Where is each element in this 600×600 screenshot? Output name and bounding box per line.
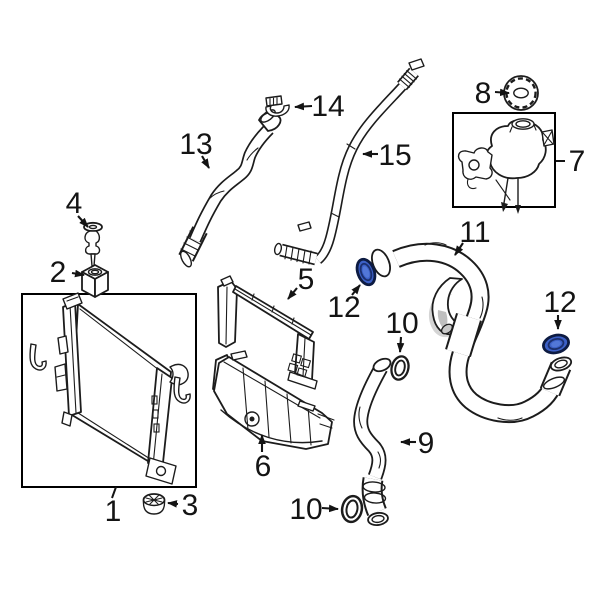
- callout-3-label[interactable]: 3: [182, 489, 199, 522]
- callout-7: 7: [556, 145, 585, 178]
- callout-14-label[interactable]: 14: [311, 90, 344, 123]
- callout-15-label[interactable]: 15: [378, 139, 411, 172]
- callout-6-label[interactable]: 6: [255, 450, 272, 483]
- callout-6: 6: [255, 434, 272, 483]
- highlighted-seal-right: [542, 333, 570, 355]
- callout-4: 4: [66, 187, 89, 228]
- expansion-tank-assembly: [452, 112, 556, 214]
- highlighted-seal-left: [355, 257, 377, 287]
- callout-10-lower: 10: [289, 493, 339, 526]
- callout-8-label[interactable]: 8: [475, 77, 492, 110]
- callout-9-label[interactable]: 9: [418, 427, 435, 460]
- callout-5-label[interactable]: 5: [298, 263, 315, 296]
- reservoir-cap: [503, 75, 539, 111]
- o-ring-seal-upper: [390, 355, 410, 381]
- callout-1: 1: [105, 486, 122, 528]
- callout-15: 15: [362, 139, 412, 172]
- callout-10-upper-label[interactable]: 10: [385, 307, 418, 340]
- callout-2: 2: [50, 256, 85, 289]
- callout-2-label[interactable]: 2: [50, 256, 67, 289]
- callout-7-label[interactable]: 7: [569, 145, 586, 178]
- o-ring-seal-lower: [340, 494, 364, 524]
- callout-14: 14: [294, 90, 345, 123]
- callout-1-label[interactable]: 1: [105, 495, 122, 528]
- lower-air-baffle: [212, 350, 335, 450]
- expansion-tank-body: [485, 119, 547, 180]
- callout-8: 8: [475, 77, 510, 110]
- callout-5: 5: [287, 263, 315, 300]
- lower-coolant-hose: [353, 357, 392, 527]
- hose-clamp: [265, 95, 290, 117]
- callout-11: 11: [454, 216, 491, 256]
- callout-12-right-label[interactable]: 12: [543, 286, 576, 319]
- callout-10-upper: 10: [385, 307, 419, 353]
- callout-10-lower-label[interactable]: 10: [289, 493, 322, 526]
- tank-bracket: [457, 147, 493, 180]
- retainer-clip: [83, 221, 103, 267]
- radiator-clip-right: [173, 376, 191, 404]
- radiator-box-frame: [21, 293, 197, 488]
- callout-13-label[interactable]: 13: [179, 128, 212, 161]
- radiator-assembly: [21, 292, 197, 488]
- callout-12-right: 12: [543, 286, 577, 330]
- callout-13: 13: [179, 128, 213, 169]
- upper-air-baffle: [217, 275, 318, 390]
- clip-nut: [81, 264, 109, 298]
- radiator-hose: [371, 242, 573, 424]
- coolant-pipe: [273, 58, 425, 266]
- pipe-bracket-tab: [297, 221, 312, 232]
- callout-4-label[interactable]: 4: [66, 187, 83, 220]
- drain-plug: [142, 493, 166, 515]
- callout-12-left: 12: [327, 284, 361, 324]
- upper-coolant-hose: [178, 109, 282, 268]
- callout-12-left-label[interactable]: 12: [327, 291, 360, 324]
- radiator-clip-left: [29, 343, 47, 371]
- callout-11-label[interactable]: 11: [459, 216, 490, 249]
- callout-9: 9: [400, 427, 435, 460]
- callout-3: 3: [167, 489, 199, 522]
